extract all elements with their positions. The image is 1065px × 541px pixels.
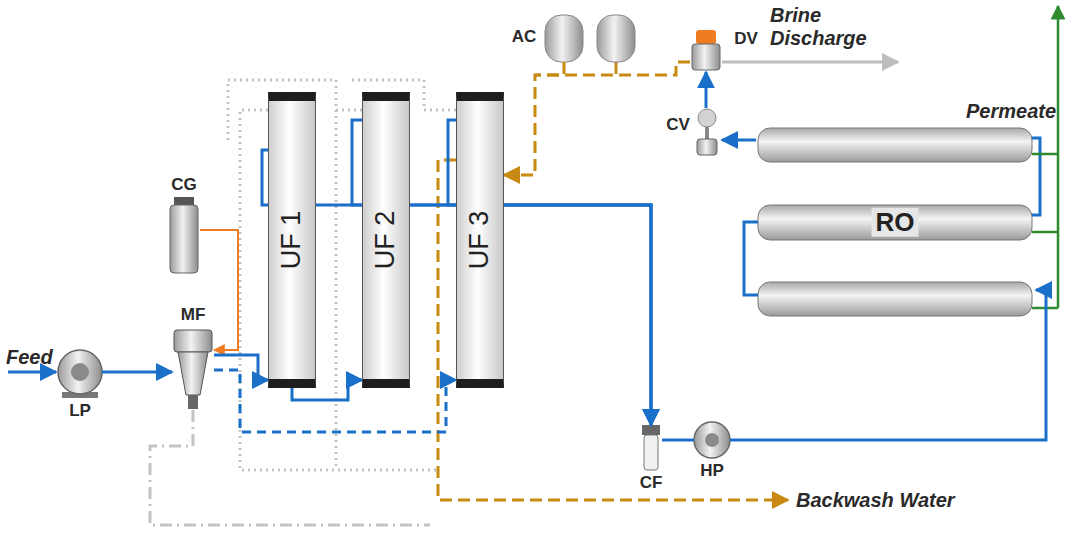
- grey-drain-pipe: [150, 410, 430, 525]
- diverter-valve: [692, 30, 720, 70]
- valve-label: CV: [666, 116, 690, 135]
- chemical-dosing-tank: [170, 197, 198, 273]
- ro-vessels: [758, 282, 1032, 316]
- grey-dotted-pipes: [228, 80, 456, 470]
- cartridge-filter: [644, 435, 658, 470]
- air-compressor-tanks: [597, 15, 635, 62]
- dosing-tank: CG: [168, 197, 200, 275]
- uf-module: UF 3: [456, 92, 504, 388]
- pump: LP: [58, 350, 102, 394]
- grey-dotted-pipes: [335, 110, 338, 470]
- micro-filter: [174, 330, 212, 409]
- uf-module: UF 2: [362, 92, 410, 388]
- high-pressure-pump: [694, 422, 730, 458]
- pipe-connector: [662, 439, 694, 442]
- valve: CV: [692, 108, 722, 158]
- high-pressure-pump: [705, 433, 719, 447]
- low-pressure-pump: [58, 350, 102, 394]
- pipe-connector: [722, 139, 756, 142]
- pipe-connector: [214, 370, 456, 432]
- tank-label: CG: [171, 176, 197, 195]
- ro-interconnect: [744, 222, 758, 295]
- flow-label: Feed: [6, 346, 53, 369]
- valve-label: DV: [734, 30, 758, 49]
- pipe-connector: [102, 371, 172, 374]
- control-valve: [697, 139, 717, 155]
- pipe-connector: [504, 62, 564, 175]
- air-compressor-tanks: [545, 15, 583, 62]
- permeate-lines: [1057, 6, 1060, 308]
- pump-label: LP: [69, 402, 91, 421]
- micro-filter: [174, 330, 212, 352]
- valve: DV: [690, 30, 722, 72]
- membrane-label: UF 3: [465, 211, 495, 270]
- cartridge-filter: [642, 425, 660, 435]
- grey-drain-pipe: [150, 410, 430, 525]
- membrane-label: UF 1: [277, 211, 307, 270]
- air-compressor-tanks: [545, 15, 635, 62]
- permeate-lines: [1032, 6, 1058, 308]
- control-valve: [698, 109, 716, 127]
- air-tank: AC: [545, 15, 583, 62]
- membrane-label: UF 2: [371, 211, 401, 270]
- low-pressure-pump: [58, 350, 102, 398]
- filter-label: CF: [640, 474, 663, 493]
- filter: MF: [172, 328, 214, 410]
- pipe-connector: [705, 72, 708, 108]
- backwash-pipe: [615, 62, 618, 75]
- cartridge-filter: CF: [640, 425, 662, 470]
- diverter-valve: [696, 30, 716, 44]
- ro-vessels: [758, 205, 1032, 240]
- flow-label: Backwash Water: [796, 489, 955, 512]
- low-pressure-pump: [71, 363, 89, 381]
- control-valve: [705, 127, 709, 139]
- ro-vessels: [758, 128, 1032, 316]
- cartridge-filter: [642, 425, 660, 470]
- high-pressure-pump: [694, 422, 730, 458]
- pump-label: HP: [700, 462, 724, 481]
- ro-bank: RO: [756, 126, 1036, 318]
- ro-label: RO: [872, 208, 919, 237]
- flow-label: Brine Discharge: [770, 4, 888, 50]
- tank-label: AC: [512, 28, 537, 47]
- diverter-valve: [692, 44, 720, 70]
- micro-filter: [178, 352, 208, 395]
- feed-arrow: [8, 371, 56, 374]
- ro-interconnect: [744, 138, 1040, 295]
- flow-label: Permeate: [966, 100, 1056, 123]
- backwash-pipe: [535, 62, 690, 75]
- brine-discharge-arrow: [722, 61, 898, 64]
- ro-vessels: [758, 128, 1032, 162]
- permeate-lines: [1032, 231, 1058, 234]
- filter-label: MF: [181, 306, 206, 325]
- permeate-lines: [1032, 153, 1058, 156]
- chemical-dosing-tank: [170, 205, 198, 273]
- pipe-connector: [730, 290, 1046, 440]
- ro-interconnect: [1032, 138, 1040, 215]
- pump: HP: [694, 422, 730, 458]
- brine-discharge-arrow: [722, 62, 898, 63]
- backwash-pipe: [438, 62, 788, 500]
- control-valve: [697, 109, 717, 155]
- pipe-connector: [200, 230, 238, 350]
- uf-module: UF 1: [268, 92, 316, 388]
- feed-arrow: [8, 372, 56, 373]
- micro-filter: [188, 395, 198, 409]
